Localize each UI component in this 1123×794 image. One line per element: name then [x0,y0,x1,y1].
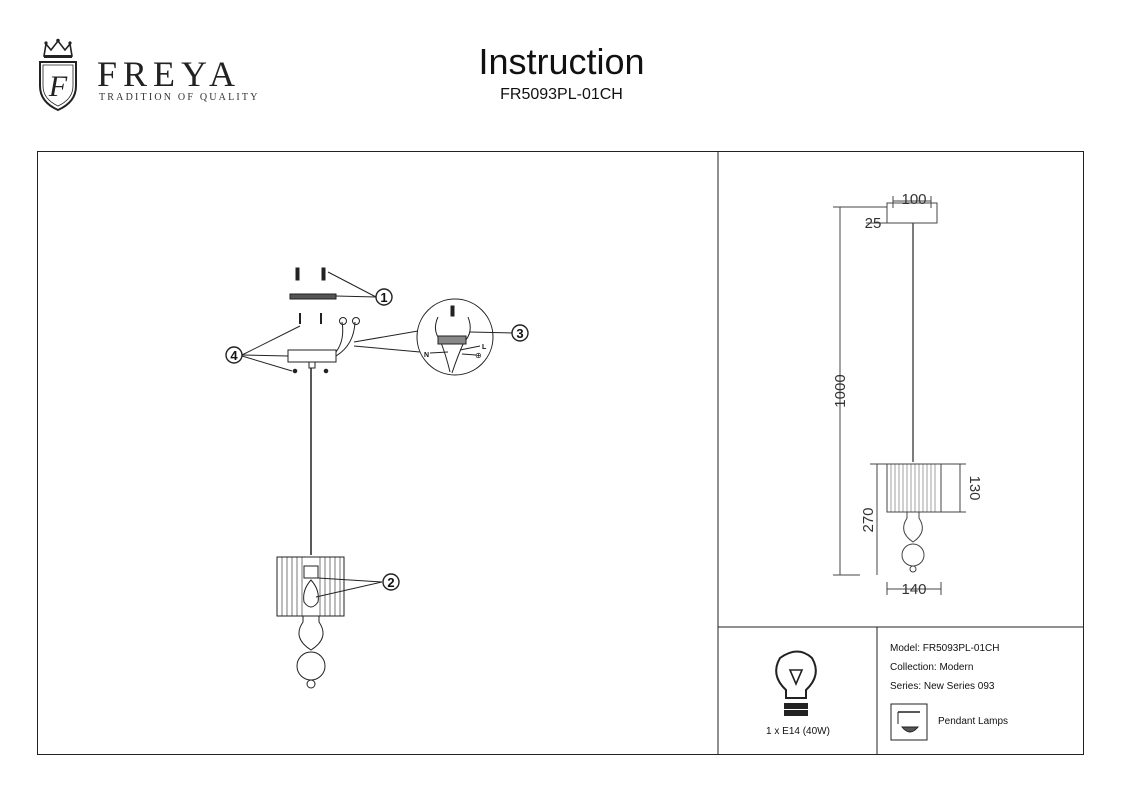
brand-name: FREYA [97,54,242,94]
wire-label-live: L [482,344,487,351]
spec-type-label: Pendant Lamps [938,716,1009,727]
screw-icon [295,267,326,281]
spec-collection: Collection: Modern [890,662,974,673]
callout-1: 1 [380,290,387,305]
dim-canopy-height: 25 [865,215,882,232]
callout-4: 4 [230,348,238,363]
brand-tagline: TRADITION OF QUALITY [99,92,260,103]
page-title: Instruction [478,41,645,82]
dim-body-height: 270 [860,507,877,532]
callout-2: 2 [387,575,394,590]
logo-shield-icon: F [39,38,77,112]
bulb-spec: 1 x E14 (40W) [766,726,830,737]
dimension-diagram [833,196,966,595]
crown-icon [43,38,73,58]
pendant-lamp-icon [890,703,928,741]
spec-model: Model: FR5093PL-01CH [890,643,1000,654]
dim-canopy-width: 100 [901,191,926,208]
dim-shade-height: 130 [966,475,983,500]
callout-3: 3 [516,326,523,341]
ground-symbol: ⊕ [475,351,482,360]
logo-letter: F [48,70,68,103]
bulb-drawing [303,579,319,608]
assembly-diagram [225,267,529,689]
bulb-icon [775,650,817,716]
drawing-frame [37,151,1084,755]
dim-shade-width: 140 [901,581,926,598]
wire-label-neutral: N [424,352,429,359]
mounting-bracket [289,293,337,300]
spec-series: Series: New Series 093 [890,681,995,692]
model-code: FR5093PL-01CH [500,86,623,103]
dim-total-height: 1000 [832,374,849,407]
